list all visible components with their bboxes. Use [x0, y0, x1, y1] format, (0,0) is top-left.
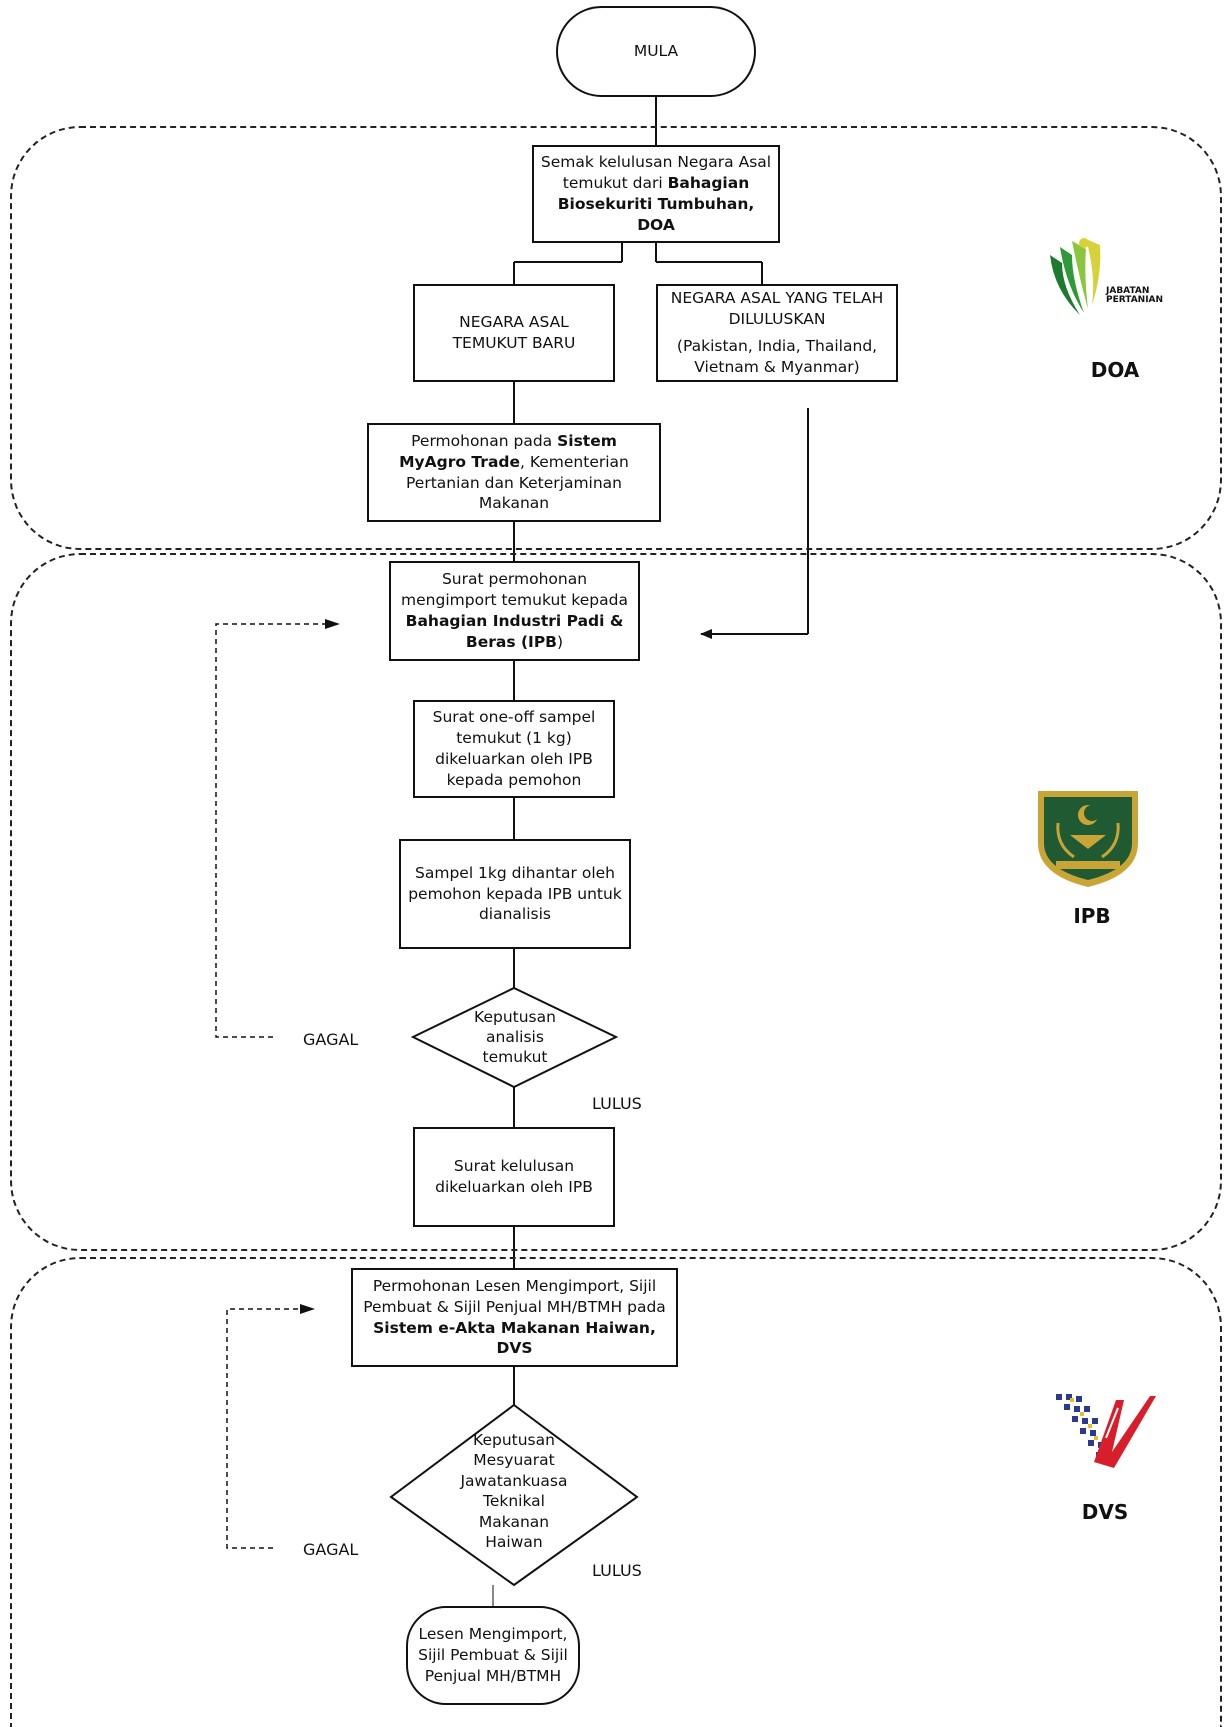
ipb-zone	[10, 553, 1222, 1251]
sample-sent-box: Sampel 1kg dihantar oleh pemohon kepada …	[399, 839, 631, 949]
ipb-crest-icon	[1038, 791, 1138, 887]
license-application-box: Permohonan Lesen Mengimport, Sijil Pembu…	[351, 1268, 678, 1367]
fail-label-1: GAGAL	[303, 1030, 359, 1049]
pass-label-2: LULUS	[592, 1561, 642, 1580]
ipb-logo	[1030, 783, 1146, 891]
committee-decision-text: Keputusan Mesyuarat Jawatankuasa Teknika…	[460, 1431, 568, 1552]
approved-origin-countries: (Pakistan, India, Thailand, Vietnam & My…	[676, 337, 878, 376]
doa-zone	[10, 126, 1222, 550]
dvs-agency-label: DVS	[1081, 1500, 1129, 1524]
fail-label-2: GAGAL	[303, 1540, 359, 1559]
end-text: Lesen Mengimport, Sijil Pembuat & Sijil …	[418, 1625, 568, 1685]
license-application-text: Permohonan Lesen Mengimport, Sijil Pembu…	[363, 1276, 666, 1358]
fail-arrowhead-2	[300, 1304, 315, 1314]
end-terminal: Lesen Mengimport, Sijil Pembuat & Sijil …	[406, 1606, 580, 1705]
myagro-text: Permohonan pada Sistem MyAgro Trade, Kem…	[399, 431, 629, 513]
approval-letter-text: Surat kelulusan dikeluarkan oleh IPB	[435, 1157, 593, 1196]
fail-loop-1	[215, 623, 325, 1038]
ipb-agency-label: IPB	[1073, 904, 1111, 928]
ipb-letter-box: Surat permohonan mengimport temukut kepa…	[389, 561, 640, 661]
sample-letter-text: Surat one-off sampel temukut (1 kg) dike…	[432, 708, 596, 789]
dvs-emblem-icon	[1056, 1394, 1156, 1468]
doa-logo-text: JABATAN PERTANIAN	[1106, 286, 1164, 306]
fail-loop-2	[226, 1308, 300, 1549]
dvs-zone	[10, 1257, 1222, 1727]
check-origin-box: Semak kelulusan Negara Asal temukut dari…	[532, 145, 780, 243]
approved-origin-box: NEGARA ASAL YANG TELAH DILULUSKAN (Pakis…	[656, 284, 898, 382]
approved-origin-title: NEGARA ASAL YANG TELAH DILULUSKAN	[670, 289, 884, 329]
pass-label-1: LULUS	[592, 1094, 642, 1113]
new-origin-text: NEGARA ASAL TEMUKUT BARU	[452, 313, 576, 352]
sample-sent-text: Sampel 1kg dihantar oleh pemohon kepada …	[408, 863, 622, 924]
doa-leaf-icon	[1050, 238, 1101, 315]
ipb-letter-text: Surat permohonan mengimport temukut kepa…	[401, 570, 628, 651]
doa-logo: JABATAN PERTANIAN	[1040, 235, 1190, 325]
doa-agency-label: DOA	[1090, 358, 1140, 382]
committee-decision-diamond	[389, 1403, 639, 1587]
fail-arrowhead-1	[325, 619, 340, 629]
analysis-decision-text: Keputusan analisis temukut	[474, 1008, 556, 1067]
new-origin-box: NEGARA ASAL TEMUKUT BARU	[413, 284, 615, 382]
start-terminal: MULA	[556, 6, 756, 97]
analysis-decision-diamond	[410, 986, 619, 1089]
check-origin-text: Semak kelulusan Negara Asal temukut dari…	[540, 153, 772, 234]
sample-letter-box: Surat one-off sampel temukut (1 kg) dike…	[413, 700, 615, 798]
start-label: MULA	[633, 42, 679, 61]
dvs-logo	[1054, 1392, 1158, 1472]
approval-letter-box: Surat kelulusan dikeluarkan oleh IPB	[413, 1127, 615, 1227]
myagro-box: Permohonan pada Sistem MyAgro Trade, Kem…	[367, 423, 661, 522]
